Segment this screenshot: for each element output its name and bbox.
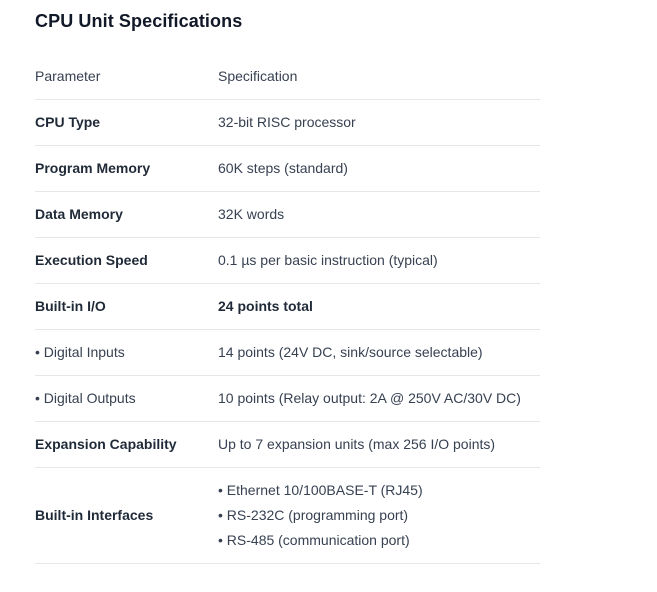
parameter-cell: CPU Type (35, 99, 218, 146)
specification-line: • RS-485 (communication port) (218, 532, 410, 548)
parameter-cell: Built-in Interfaces (35, 467, 218, 564)
specification-cell: 24 points total (218, 283, 540, 330)
parameter-cell: Data Memory (35, 191, 218, 238)
specification-line: 24 points total (218, 298, 313, 314)
parameter-cell: Program Memory (35, 145, 218, 192)
parameter-cell: Expansion Capability (35, 421, 218, 468)
specification-line: • RS-232C (programming port) (218, 507, 409, 523)
specification-cell: • Ethernet 10/100BASE-T (RJ45) • RS-232C … (218, 467, 540, 564)
specification-line: Up to 7 expansion units (max 256 I/O poi… (218, 436, 496, 452)
spec-table-header: Parameter Specification (35, 54, 540, 100)
specification-cell: 0.1 µs per basic instruction (typical) (218, 237, 540, 284)
specification-cell: 32K words (218, 191, 540, 238)
specification-cell: 14 points (24V DC, sink/source selectabl… (218, 329, 540, 376)
parameter-cell: Built-in I/O (35, 283, 218, 330)
specification-cell: 32-bit RISC processor (218, 99, 540, 146)
table-row: Built-in Interfaces• Ethernet 10/100BASE… (35, 467, 540, 564)
specification-line: 60K steps (standard) (218, 160, 348, 176)
specification-line: 0.1 µs per basic instruction (typical) (218, 252, 438, 268)
column-header-specification: Specification (218, 54, 540, 100)
specification-line: • Ethernet 10/100BASE-T (RJ45) (218, 482, 423, 498)
parameter-cell: Execution Speed (35, 237, 218, 284)
specification-line: 14 points (24V DC, sink/source selectabl… (218, 344, 483, 360)
specification-cell: Up to 7 expansion units (max 256 I/O poi… (218, 421, 540, 468)
page-title: CPU Unit Specifications (35, 11, 243, 31)
specification-line: 32-bit RISC processor (218, 114, 356, 130)
column-header-parameter: Parameter (35, 54, 218, 100)
parameter-cell: • Digital Inputs (35, 329, 218, 376)
specification-cell: 60K steps (standard) (218, 145, 540, 192)
parameter-cell: • Digital Outputs (35, 375, 218, 422)
specification-line: 32K words (218, 206, 285, 222)
header-row: Parameter Specification (35, 54, 540, 100)
specification-line: 10 points (Relay output: 2A @ 250V AC/30… (218, 390, 521, 406)
specification-cell: 10 points (Relay output: 2A @ 250V AC/30… (218, 375, 540, 422)
